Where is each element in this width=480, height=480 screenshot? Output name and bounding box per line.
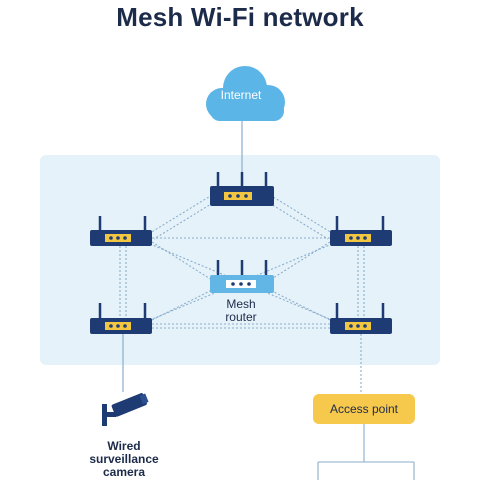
network-panel	[40, 155, 440, 365]
access-point-box	[313, 394, 415, 424]
router-bottom-left	[90, 303, 152, 334]
router-top	[210, 172, 274, 206]
camera-label: Wired surveillance camera	[89, 439, 159, 479]
access-point-branches	[317, 424, 415, 480]
mesh-router-label: Mesh router	[225, 297, 257, 324]
internet-label: Internet	[220, 88, 262, 102]
mesh-links	[119, 194, 365, 329]
router-right	[330, 216, 392, 246]
router-bottom-right	[330, 303, 392, 334]
mesh-router	[210, 260, 274, 293]
router-left	[90, 216, 152, 246]
surveillance-camera-icon	[102, 393, 149, 426]
access-point-label: Access point	[329, 402, 399, 416]
page-title: Mesh Wi-Fi network	[116, 2, 364, 32]
internet-cloud	[206, 66, 285, 121]
